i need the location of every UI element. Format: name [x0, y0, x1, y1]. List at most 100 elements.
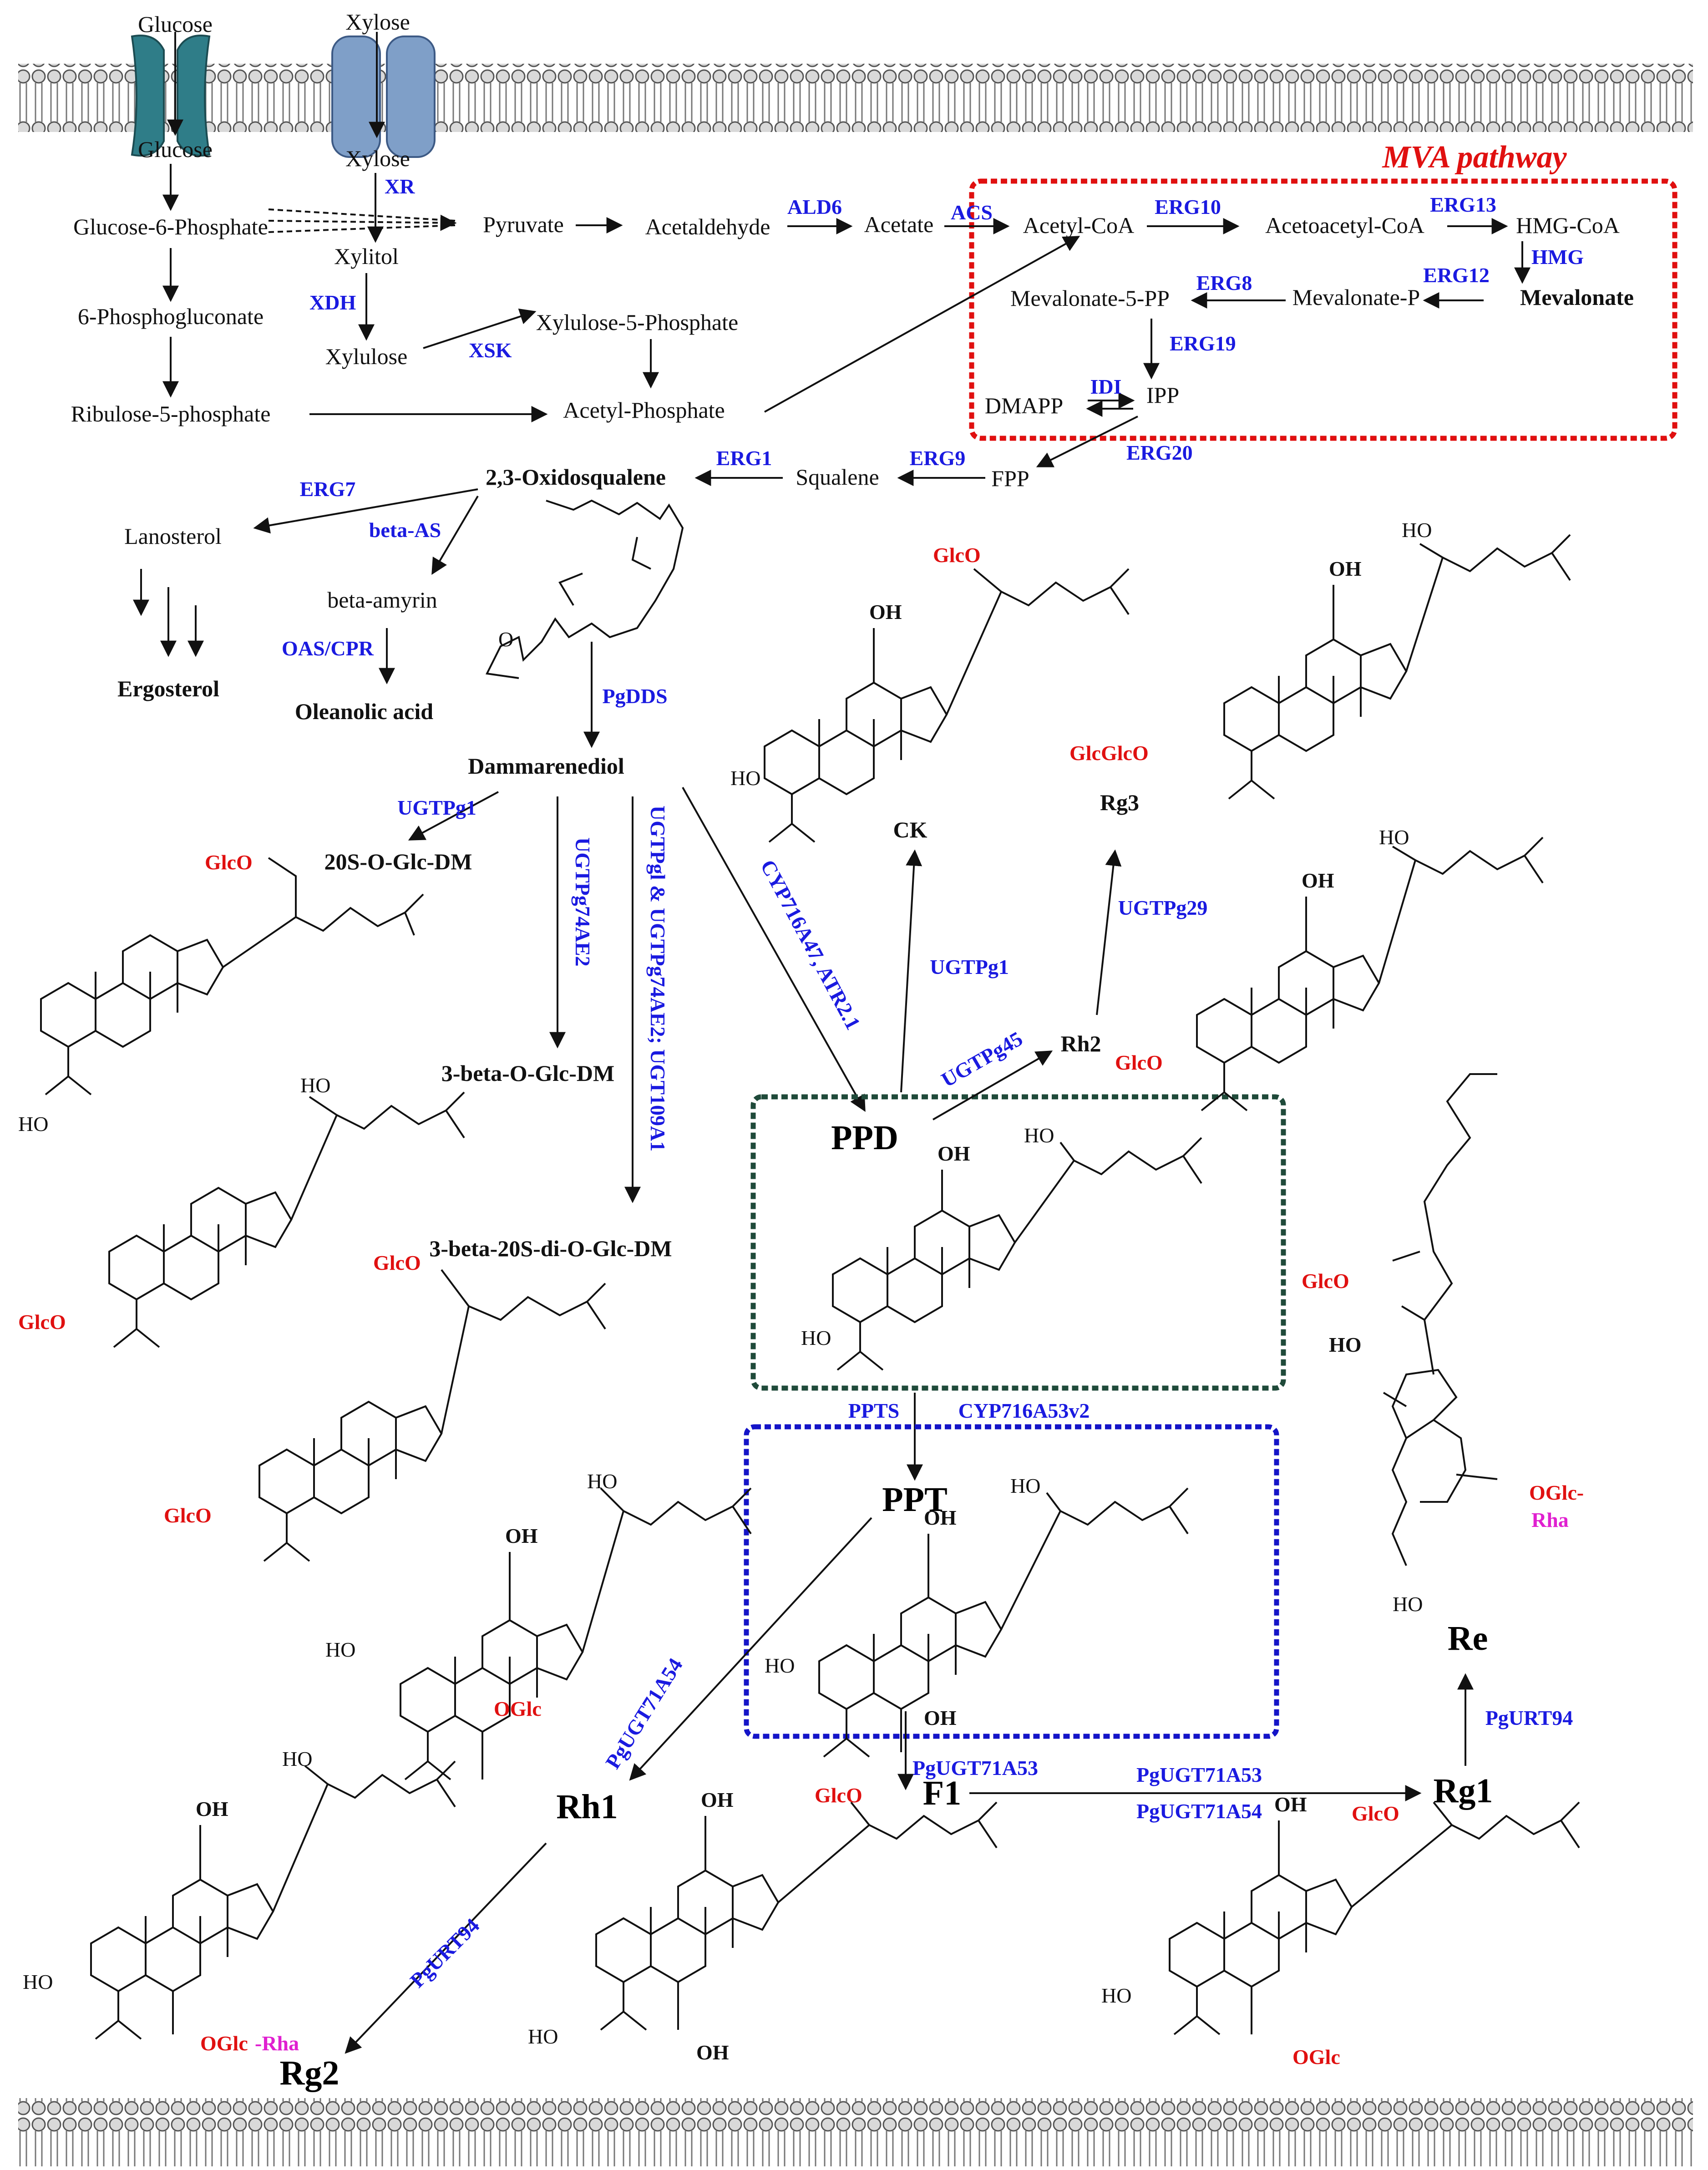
rg1: Rg1 [1434, 1772, 1493, 1810]
svg-text:GlcO: GlcO [205, 851, 253, 874]
ppt-structure: OH HO HO OH [765, 1474, 1189, 1758]
arrow-ppd-ck [900, 849, 922, 1093]
xylose-outside-label: Xylose [345, 9, 410, 35]
oleanolic-acid: Oleanolic acid [295, 699, 433, 724]
svg-text:OGlc-: OGlc- [1529, 1481, 1584, 1504]
arrow-dm-ppd [682, 787, 866, 1112]
xylulose-5-phosphate: Xylulose-5-Phosphate [536, 309, 738, 335]
membrane-bottom [18, 2098, 1693, 2166]
membrane-top [18, 64, 1693, 132]
f1: F1 [923, 1774, 961, 1812]
enzyme-pgdds: PgDDS [602, 684, 667, 708]
ppd-structure: OH HO HO [801, 1124, 1202, 1371]
dmapp: DMAPP [985, 393, 1063, 418]
enzyme-pgugt71a53-b: PgUGT71A53 [1136, 1763, 1262, 1786]
xylose-inside-label: Xylose [345, 146, 410, 171]
enzyme-ugtpg29: UGTPg29 [1118, 896, 1208, 919]
enzyme-erg1: ERG1 [716, 446, 772, 470]
oxidosqualene-structure: O [485, 499, 684, 679]
acetyl-phosphate: Acetyl-Phosphate [563, 397, 725, 423]
svg-text:HO: HO [1101, 1984, 1131, 2007]
xylose-transporter-icon [331, 35, 436, 158]
enzyme-xdh: XDH [309, 291, 356, 314]
enzyme-pgugt71a54-a: PgUGT71A54 [601, 1654, 687, 1773]
enzyme-cyp716a53v2: CYP716A53v2 [958, 1399, 1090, 1422]
svg-text:OH: OH [1329, 557, 1362, 580]
enzyme-pgurt94-a: PgURT94 [405, 1914, 484, 1992]
ergosterol: Ergosterol [117, 676, 219, 701]
mva-pathway-title: MVA pathway [1382, 140, 1567, 175]
dashed-arrow-2 [268, 214, 457, 231]
enzyme-pgurt94-b: PgURT94 [1485, 1706, 1573, 1729]
svg-text:HO: HO [300, 1074, 330, 1097]
f1-structure: GlcO OH HO OH [528, 1784, 998, 2064]
acetaldehyde: Acetaldehyde [645, 214, 770, 239]
svg-text:HO: HO [587, 1470, 617, 1493]
mva-pathway-box [969, 178, 1678, 441]
fpp: FPP [991, 466, 1029, 491]
re-structure: GlcO HO OGlc- Rha HO [1302, 1073, 1584, 1616]
enzyme-xr: XR [385, 175, 415, 198]
xylitol: Xylitol [334, 243, 399, 269]
svg-text:GlcO: GlcO [815, 1784, 862, 1807]
svg-text:Rha: Rha [1531, 1508, 1569, 1531]
svg-text:OH: OH [869, 600, 902, 624]
arrow-ipp-fpp [1036, 416, 1138, 467]
arrow-oxido-bamyrin [431, 495, 479, 575]
svg-text:HO: HO [765, 1654, 795, 1677]
enzyme-ppts: PPTS [848, 1399, 899, 1422]
svg-text:HO: HO [23, 1970, 53, 1993]
svg-text:HO: HO [1024, 1124, 1054, 1147]
enzyme-acs: ACS [951, 201, 993, 224]
arrow-acp-acoa [764, 236, 1080, 413]
svg-text:HO: HO [1329, 1333, 1362, 1356]
ck-structure: GlcO OH HO [730, 543, 1130, 843]
3-beta-o-glc-dm-structure: HO GlcO [18, 1074, 465, 1348]
svg-text:GlcGlcO: GlcGlcO [1069, 741, 1149, 765]
rh2-structure: HO OH GlcO [1115, 826, 1544, 1111]
ribulose-5-phosphate: Ribulose-5-phosphate [71, 401, 271, 426]
svg-text:OGlc: OGlc [1292, 2045, 1340, 2069]
svg-text:GlcO: GlcO [18, 1310, 66, 1333]
acetyl-coa: Acetyl-CoA [1023, 213, 1134, 238]
svg-text:GlcO: GlcO [1352, 1802, 1399, 1825]
ppd: PPD [831, 1119, 898, 1157]
svg-text:OH: OH [701, 1788, 734, 1811]
svg-text:HO: HO [1379, 826, 1409, 849]
enzyme-erg12: ERG12 [1423, 264, 1490, 287]
acetate: Acetate [864, 212, 934, 237]
enzyme-idi: IDI [1090, 375, 1121, 398]
svg-text:HO: HO [1402, 518, 1432, 542]
enzyme-beta-as: beta-AS [369, 518, 441, 542]
enzyme-ald6: ALD6 [787, 195, 842, 218]
glucose-inside-label: Glucose [138, 137, 213, 162]
dammarenediol: Dammarenediol [468, 753, 624, 779]
svg-text:HO: HO [282, 1747, 312, 1770]
enzyme-pgugt71a53-a: PgUGT71A53 [912, 1756, 1038, 1780]
ppt-box [744, 1424, 1279, 1739]
arrow-rh2-rg3 [1096, 849, 1122, 1015]
rg2: Rg2 [280, 2054, 340, 2092]
enzyme-erg7: ERG7 [300, 477, 356, 501]
arrow-rh1-rg2 [345, 1842, 547, 2054]
svg-text:OGlc: OGlc [200, 2032, 248, 2055]
enzyme-ugtpg1-a: UGTPg1 [397, 796, 476, 819]
enzyme-erg9: ERG9 [910, 446, 966, 470]
svg-text:OH: OH [1274, 1793, 1307, 1816]
glucose-6-phosphate: Glucose-6-Phosphate [73, 214, 268, 239]
3-beta-20s-di-o-glc-dm-structure: GlcO GlcO [164, 1251, 606, 1562]
svg-text:OH: OH [505, 1524, 538, 1547]
20s-o-glc-dm: 20S-O-Glc-DM [324, 849, 472, 874]
rg2-structure: HO OH HO OGlc -Rha [23, 1747, 456, 2055]
svg-text:OH: OH [938, 1142, 970, 1165]
enzyme-ugtpg74ae2: UGTPg74AE2 [571, 837, 594, 967]
svg-text:HO: HO [528, 2025, 558, 2048]
2-3-oxidosqualene: 2,3-Oxidosqualene [486, 464, 666, 490]
enzyme-cyp716a47: CYP716A47, ATR2.1 [756, 856, 865, 1034]
svg-text:HO: HO [801, 1326, 831, 1349]
ppd-box [750, 1094, 1286, 1391]
rg1-structure: GlcO OH HO OGlc [1101, 1793, 1580, 2069]
svg-text:OH: OH [196, 1797, 228, 1820]
svg-text:GlcO: GlcO [1115, 1051, 1163, 1074]
enzyme-pgugt71a54-b: PgUGT71A54 [1136, 1800, 1262, 1823]
